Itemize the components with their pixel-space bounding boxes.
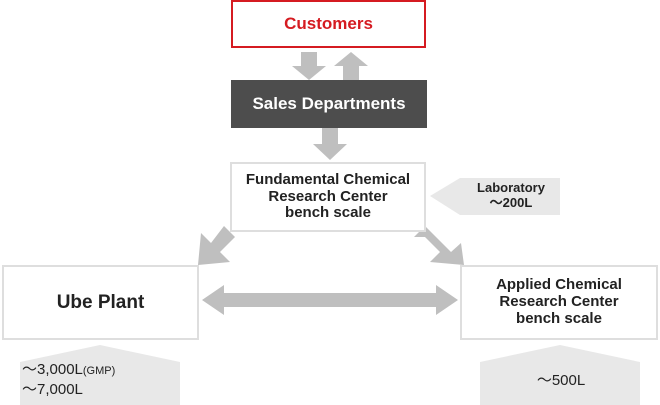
applied-capacity-value: ～500L	[536, 372, 586, 389]
arrow-ube-applied-bidirectional	[202, 285, 458, 315]
applied-line-2: Research Center	[499, 293, 619, 311]
applied-capacity-label: ～500L	[482, 372, 640, 390]
customers-box: Customers	[231, 0, 426, 48]
sales-departments-label: Sales Departments	[252, 94, 406, 114]
arrow-sales-to-fundamental	[313, 128, 347, 160]
applied-line-3: bench scale	[516, 309, 602, 327]
applied-line-1: Applied Chemical	[496, 276, 622, 294]
arrow-fundamental-to-applied	[414, 226, 464, 265]
sales-departments-box: Sales Departments	[231, 80, 427, 128]
arrow-customers-to-sales	[292, 52, 326, 80]
ube-plant-label: Ube Plant	[56, 291, 145, 313]
ube-plant-box: Ube Plant	[2, 265, 199, 340]
ube-capacity-shape	[20, 345, 180, 405]
laboratory-tag-label: Laboratory	[477, 180, 545, 195]
arrow-fundamental-to-ube	[198, 226, 235, 265]
ube-capacity-label: ～3,000L(GMP) ～7,000L	[22, 360, 182, 401]
applied-research-center-box: Applied Chemical Research Center bench s…	[460, 265, 658, 340]
ube-capacity-1: ～3,000L	[22, 361, 83, 378]
fundamental-line-3: bench scale	[285, 204, 371, 222]
customers-label: Customers	[284, 14, 373, 34]
laboratory-tag-capacity: ～200L	[489, 195, 533, 211]
applied-capacity-shape	[480, 345, 640, 405]
arrow-sales-to-customers	[334, 52, 368, 80]
fundamental-line-1: Fundamental Chemical	[245, 170, 411, 188]
ube-gmp-note: (GMP)	[82, 365, 116, 377]
laboratory-tag: Laboratory ～200L	[462, 180, 560, 211]
laboratory-tag-shape	[430, 178, 560, 215]
fundamental-research-center-box: Fundamental Chemical Research Center ben…	[230, 162, 426, 232]
ube-capacity-2: ～7,000L	[22, 381, 83, 399]
fundamental-line-2: Research Center	[268, 187, 388, 205]
